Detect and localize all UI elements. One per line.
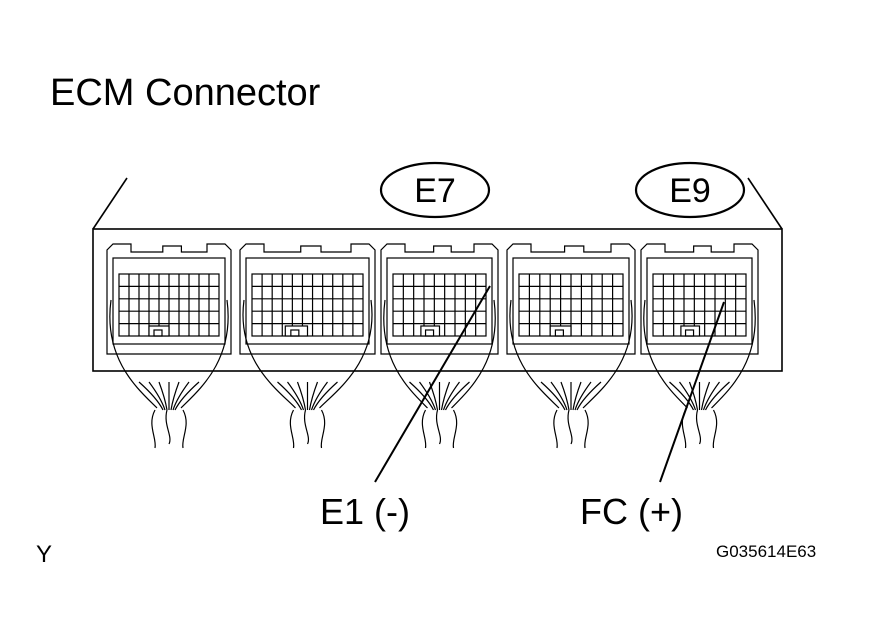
connector-block-5 bbox=[640, 243, 759, 355]
connector-block-4 bbox=[506, 243, 636, 355]
terminal-grid bbox=[518, 273, 624, 337]
diagram-title: ECM Connector bbox=[50, 72, 321, 114]
terminal-label-e1: E1 (-) bbox=[320, 491, 410, 532]
connector-tag-e7: E7 bbox=[379, 161, 491, 219]
connector-block-3 bbox=[380, 243, 499, 355]
wire-harness-3 bbox=[383, 299, 496, 449]
connector-block-2 bbox=[239, 243, 376, 355]
terminal-label-fc: FC (+) bbox=[580, 491, 683, 532]
wire-harness-2 bbox=[242, 299, 373, 449]
terminal-grid bbox=[392, 273, 487, 337]
figure-id: G035614E63 bbox=[716, 542, 817, 561]
leader-line-fc bbox=[659, 301, 725, 483]
connector-block-1 bbox=[106, 243, 232, 355]
wire-harness-4 bbox=[509, 299, 633, 449]
ecm-housing bbox=[92, 177, 783, 372]
wire-harness-5 bbox=[643, 299, 756, 449]
connector-tag-e9: E9 bbox=[634, 161, 746, 219]
leader-line-e1 bbox=[374, 285, 491, 483]
terminal-grid bbox=[652, 273, 747, 337]
terminal-grid bbox=[118, 273, 220, 337]
svg-text:E7: E7 bbox=[414, 172, 456, 210]
wire-harness-1 bbox=[109, 299, 229, 449]
corner-mark: Y bbox=[36, 541, 53, 568]
svg-text:E9: E9 bbox=[669, 172, 711, 210]
